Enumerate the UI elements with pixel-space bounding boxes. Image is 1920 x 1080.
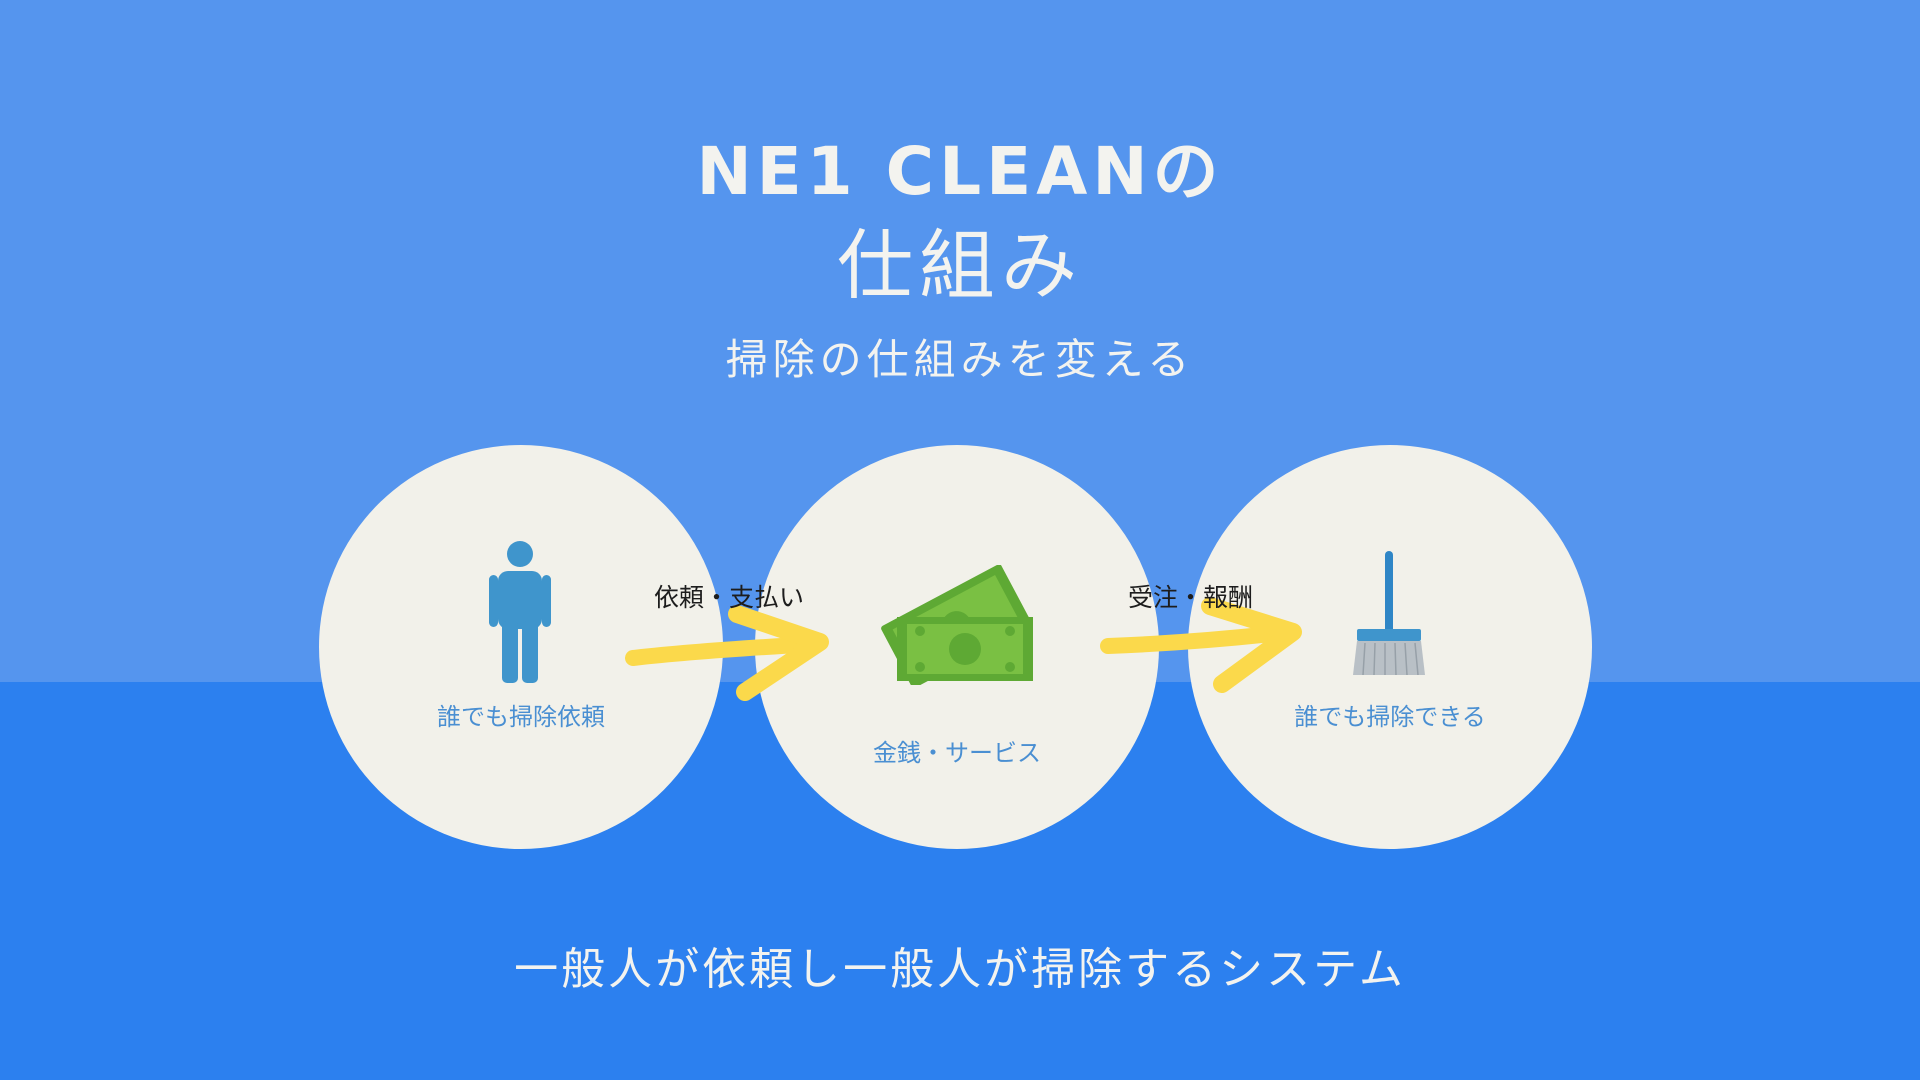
caption: 一般人が依頼し一般人が掃除するシステム bbox=[514, 944, 1406, 995]
step-circle-money: 金銭・サービス bbox=[755, 445, 1159, 849]
broom-icon bbox=[1353, 551, 1425, 675]
subtitle: 掃除の仕組みを変える bbox=[725, 335, 1195, 384]
money-icon bbox=[881, 565, 1033, 685]
step-circle-cleaner: 誰でも掃除できる bbox=[1188, 445, 1592, 849]
step-label-requester: 誰でも掃除依頼 bbox=[437, 703, 605, 731]
flow-label-request-payment: 依頼・支払い bbox=[654, 583, 805, 612]
title-line-2: 仕組み bbox=[837, 221, 1083, 310]
person-icon bbox=[489, 541, 551, 683]
arrow-icon bbox=[625, 605, 829, 701]
title-line-1: NE1 CLEANの bbox=[696, 133, 1224, 210]
arrow-icon bbox=[1100, 598, 1302, 693]
step-label-money: 金銭・サービス bbox=[873, 739, 1041, 767]
step-circle-requester: 誰でも掃除依頼 bbox=[319, 445, 723, 849]
step-label-cleaner: 誰でも掃除できる bbox=[1294, 703, 1486, 731]
flow-label-order-reward: 受注・報酬 bbox=[1128, 583, 1254, 612]
